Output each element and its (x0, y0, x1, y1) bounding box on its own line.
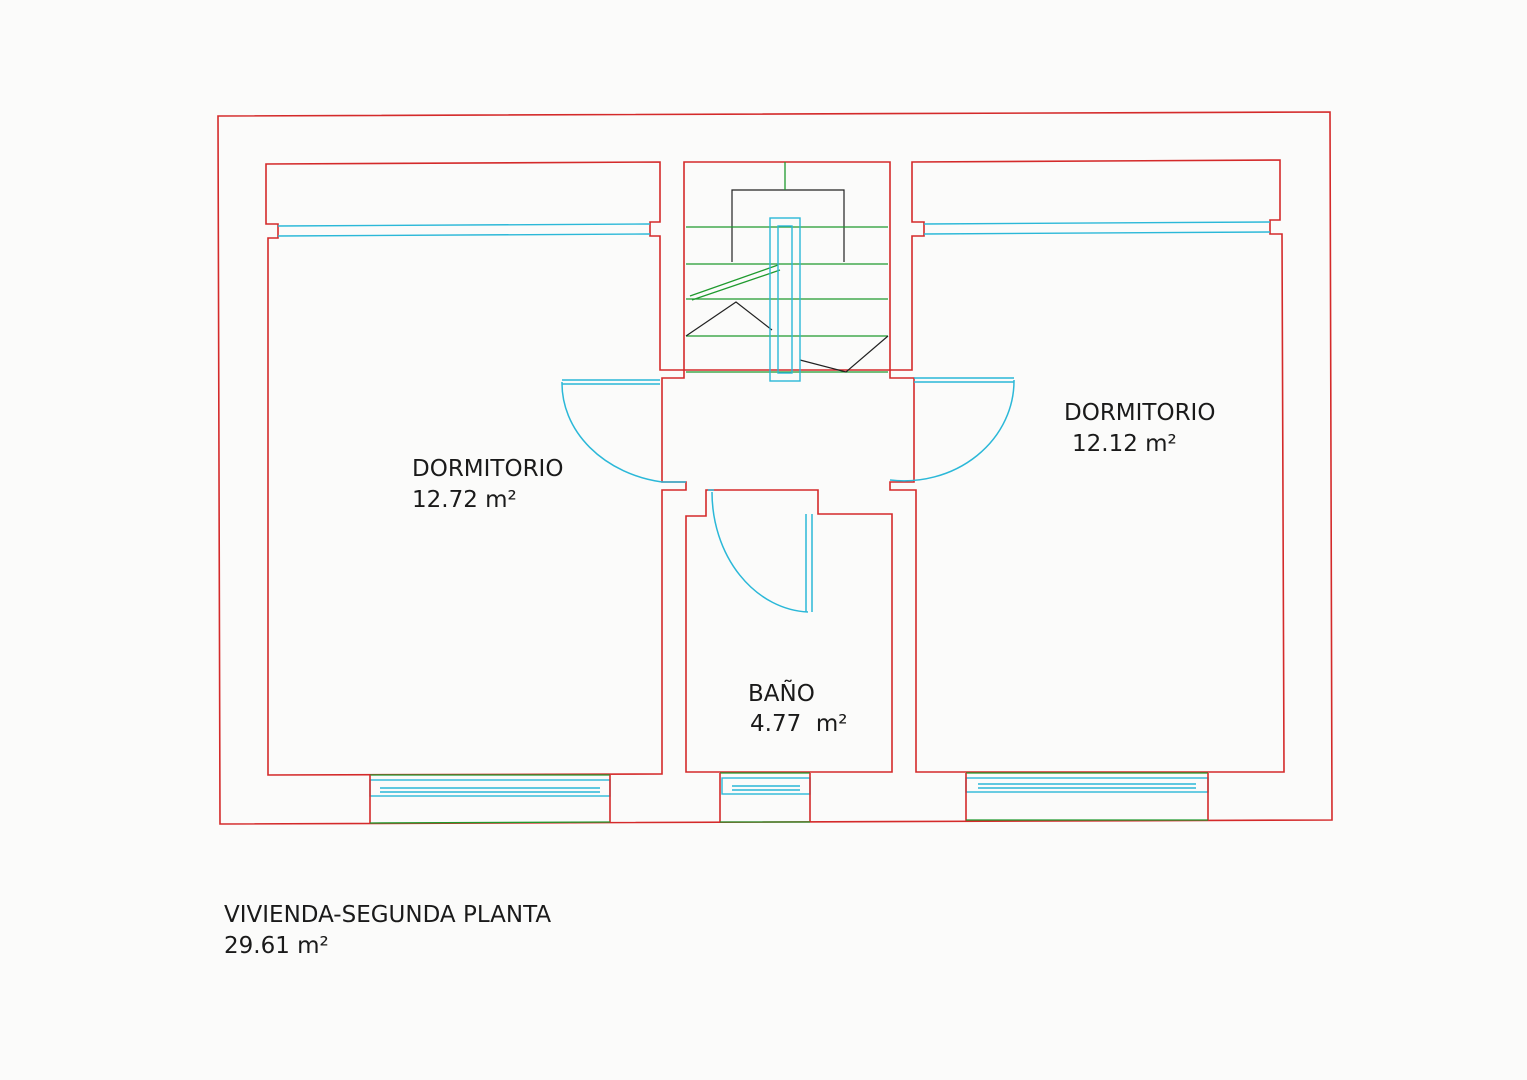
staircase (685, 162, 889, 382)
right-bedroom-area: 12.12 m² (1072, 431, 1177, 457)
right-bedroom-door (889, 377, 1015, 482)
left-bedroom-top-window (277, 223, 651, 237)
right-bedroom-name: DORMITORIO (1064, 400, 1215, 426)
outer-wall (217, 111, 1333, 825)
bathroom-bottom-window (719, 772, 811, 823)
plan-title: VIVIENDA-SEGUNDA PLANTA (224, 902, 552, 928)
bathroom-area: 4.77 m² (750, 711, 847, 737)
stairwell-walls (683, 161, 891, 371)
left-bedroom-name: DORMITORIO (412, 456, 563, 482)
plan-total-area: 29.61 m² (224, 933, 329, 959)
right-bedroom-walls (889, 159, 1285, 773)
right-bedroom-bottom-window (965, 772, 1209, 821)
left-bedroom-area: 12.72 m² (412, 487, 517, 513)
right-bedroom-top-window (923, 221, 1271, 235)
bathroom-walls (685, 489, 893, 773)
bathroom-door (708, 489, 813, 613)
left-bedroom-bottom-window (369, 774, 611, 824)
left-bedroom-door (561, 379, 686, 483)
bathroom-name: BAÑO (748, 679, 815, 707)
plan-caption: VIVIENDA-SEGUNDA PLANTA 29.61 m² (224, 900, 551, 962)
